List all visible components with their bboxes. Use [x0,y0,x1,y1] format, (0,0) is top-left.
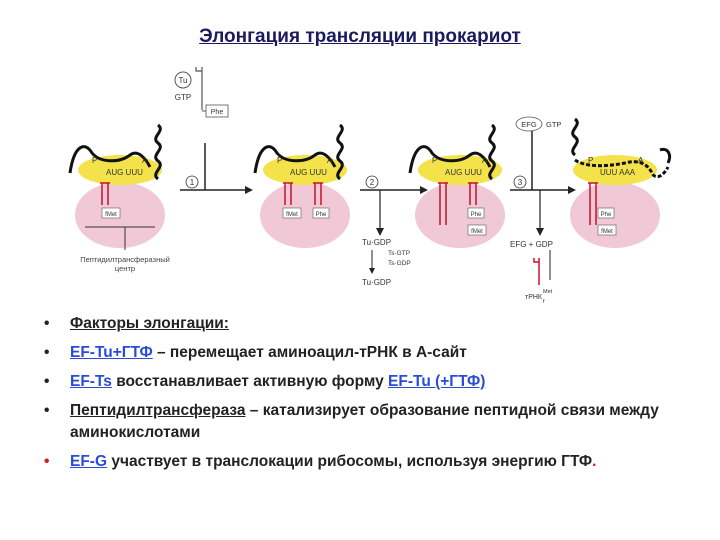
ribosome-stage-3: P A AUG UUU Phe fMet [408,123,505,248]
fmet-label: fMet [601,229,613,235]
phe-label: Phe [601,212,612,218]
ts-gtp-label: Ts·GTP [388,250,410,257]
peptidyl-center-label-2: центр [115,264,135,273]
step-3-arrow: EFG GTP 3 EFG + GDP тРНК Met f [510,116,576,305]
a-site-label: A [142,156,148,165]
tu-gdp-bottom-label: Tu·GDP [362,278,391,287]
step-3-number: 3 [518,178,523,187]
trna-met-sup: Met [543,289,553,295]
ef-g-term: EF-G [70,453,108,470]
ribosome-stage-1: P A AUG UUU fMet [68,123,165,250]
peptidyltransferase-term: Пептидилтрансфераза [70,402,246,419]
gtp-label: GTP [175,93,191,102]
page-title: Элонгация трансляции прокариот [199,26,521,47]
list-item: • EF-Tu+ГТФ – перемещает аминоацил-тРНК … [44,342,684,364]
codons-label: AUG UUU [445,168,482,177]
tu-gtp-complex: Tu GTP Phe [174,67,229,118]
step-2-number: 2 [370,178,375,187]
list-item-text: – катализирует образование пептидной свя… [70,402,659,441]
codons-label: AUG UUU [290,168,327,177]
list-item: • Факторы элонгации: [44,313,684,335]
ts-gdp-label: Ts·GDP [388,260,411,267]
elongation-factors-list: • Факторы элонгации: • EF-Tu+ГТФ – перем… [44,313,684,480]
trna-label: тРНК [525,294,543,301]
codons-label: AUG UUU [106,168,143,177]
efg-gdp-label: EFG + GDP [510,240,553,249]
list-item-text: восстанавливает активную форму [111,373,389,390]
bullet-icon: • [44,373,50,390]
p-site-label: P [588,156,593,165]
p-site-label: P [432,156,437,165]
step-2-arrow: 2 Tu·GDP Ts·GTP Ts·GDP Tu·GDP [360,175,428,287]
a-site-label: A [482,156,488,165]
ef-tu-gtp-term: EF-Tu (+ГТФ) [388,373,486,390]
list-item-text: Факторы элонгации: [70,315,229,332]
fmet-label: fMet [286,212,298,218]
bullet-icon: • [44,344,50,361]
p-site-label: P [277,156,282,165]
ribosome-stage-2: P A AUG UUU fMet Phe [253,123,350,248]
peptidyl-center-label: Пептидилтрансферазный [80,255,170,264]
phe-label: Phe [211,109,224,116]
fmet-label: fMet [105,212,117,218]
tu-gdp-label: Tu·GDP [362,238,391,247]
a-site-label: A [638,156,644,165]
ef-ts-term: EF-Ts [70,373,112,390]
list-item: • Пептидилтрансфераза – катализирует обр… [44,400,684,444]
translation-elongation-diagram: Tu GTP Phe P A AUG UUU fMet Пептидилтран… [68,67,672,305]
step-1-arrow: 1 [180,143,253,194]
tu-label: Tu [178,76,187,85]
efg-gtp-label: GTP [546,120,561,129]
codons-label: UUU AAA [600,168,636,177]
list-item: • EF-G участвует в транслокации рибосомы… [44,451,684,473]
list-item-text: – перемещает аминоацил-тРНК в А-сайт [152,344,467,361]
fmet-label: fMet [471,229,483,235]
bullet-icon: • [44,402,50,419]
step-1-number: 1 [190,178,195,187]
list-item-text: участвует в транслокации рибосомы, испол… [107,453,593,470]
efg-label: EFG [521,120,537,129]
ribosome-stage-4: P A UUU AAA Phe fMet [570,117,672,248]
p-site-label: P [92,156,97,165]
a-site-label: A [327,156,333,165]
phe-label: Phe [471,212,482,218]
ef-tu-term: EF-Tu+ГТФ [70,344,153,361]
bullet-icon: • [44,453,50,470]
bullet-icon: • [44,315,50,332]
phe-label: Phe [316,212,327,218]
list-item: • EF-Ts восстанавливает активную форму E… [44,371,684,393]
trna-met-sub: f [543,299,545,305]
list-item-end: . [592,453,597,470]
